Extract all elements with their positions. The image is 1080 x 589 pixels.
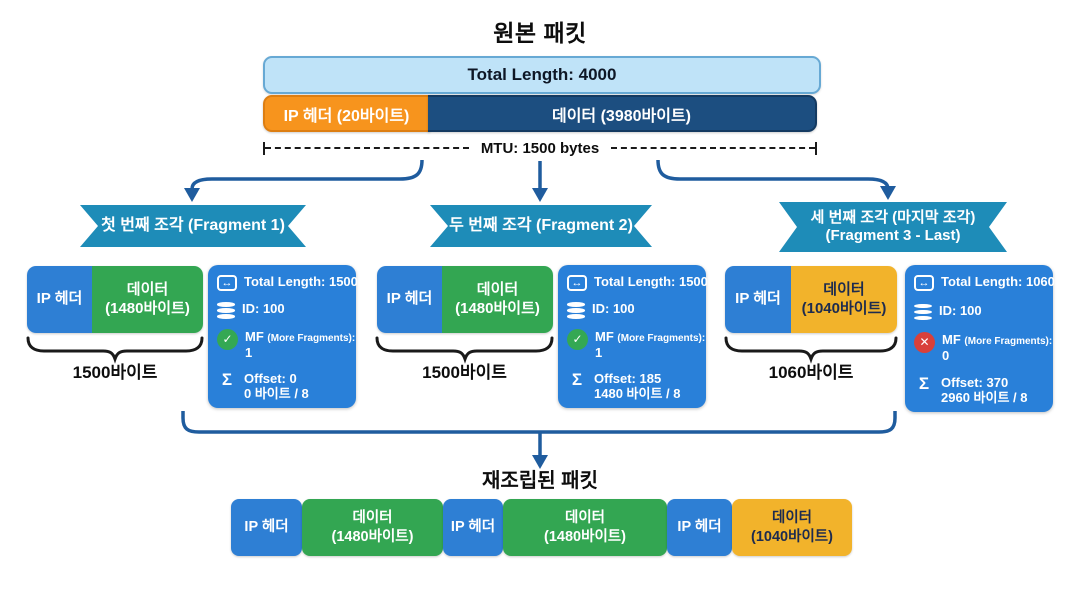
- brace-fragment-3: [724, 336, 898, 364]
- fragment-2-packet: IP 헤더 데이터 (1480바이트): [377, 266, 553, 333]
- reassembled-ip-header-2: IP 헤더: [443, 499, 503, 556]
- total-length-label: Total Length: 4000: [467, 65, 617, 84]
- fragment-3-total-length-row: ↔ Total Length: 1060: [914, 274, 1055, 291]
- arrow-to-fragment-1: [190, 159, 424, 190]
- mtu-right-tick: [815, 141, 817, 155]
- check-icon: ✓: [217, 328, 238, 350]
- fragment-2-offset: Offset: 185 1480 바이트 / 8: [594, 370, 681, 402]
- fragment-2-info-box: ↔ Total Length: 1500 ID: 100 ✓ MF (More …: [558, 265, 708, 408]
- fragment-1-total-length-row: ↔ Total Length: 1500: [217, 274, 358, 291]
- fragment-3-id: ID: 100: [939, 302, 982, 318]
- fragment-2-id-row: ID: 100: [567, 301, 698, 319]
- mtu-line: MTU: 1500 bytes: [263, 138, 817, 158]
- fragment-2-total-length-row: ↔ Total Length: 1500: [567, 274, 708, 291]
- fragment-2-banner-label: 두 번째 조각 (Fragment 2): [449, 217, 633, 235]
- fragment-2-banner: 두 번째 조각 (Fragment 2): [430, 205, 652, 247]
- fragment-1-size-label: 1500바이트: [72, 363, 158, 382]
- fragment-3-ip-header-label: IP 헤더: [735, 290, 781, 308]
- reassembled-packet-title: 재조립된 패킷: [482, 470, 598, 492]
- fragment-3-size-label: 1060바이트: [768, 363, 854, 382]
- arrowhead-fragment-1: [184, 188, 200, 202]
- fragment-1-id-row: ID: 100: [217, 301, 348, 319]
- sigma-icon: Σ: [221, 369, 233, 389]
- fragment-3-data-size: (1040바이트): [801, 299, 887, 317]
- fragment-3-offset-row: Σ Offset: 370 2960 바이트 / 8: [914, 375, 1045, 406]
- reassembled-data-2: 데이터 (1480바이트): [503, 499, 667, 556]
- fragment-3-banner: 세 번째 조각 (마지막 조각) (Fragment 3 - Last): [779, 202, 1007, 252]
- fragment-2-mf-row: ✓ MF (More Fragments): 1: [567, 328, 705, 361]
- database-icon: [217, 302, 235, 319]
- fragment-1-id: ID: 100: [242, 301, 285, 317]
- width-arrow-icon: ↔: [217, 275, 237, 291]
- fragment-2-data-size: (1480바이트): [455, 299, 540, 317]
- reassembled-data-1: 데이터 (1480바이트): [302, 499, 443, 556]
- arrowhead-fragment-3: [880, 186, 896, 200]
- fragment-3-banner-label-line1: 세 번째 조각 (마지막 조각): [810, 208, 976, 226]
- fragment-3-offset: Offset: 370 2960 바이트 / 8: [941, 374, 1028, 406]
- width-arrow-icon: ↔: [567, 275, 587, 291]
- fragment-2-id: ID: 100: [592, 301, 635, 317]
- fragment-2-offset-row: Σ Offset: 185 1480 바이트 / 8: [567, 371, 698, 402]
- database-icon: [567, 302, 585, 319]
- reassembly-bracket: [181, 411, 897, 456]
- fragment-1-mf-row: ✓ MF (More Fragments): 1: [217, 328, 355, 361]
- brace-fragment-1: [26, 336, 204, 364]
- fragment-3-ip-header: IP 헤더: [725, 266, 791, 333]
- fragment-1-banner-label: 첫 번째 조각 (Fragment 1): [101, 217, 285, 235]
- mtu-dash-left: [265, 147, 469, 149]
- fragment-1-data-size: (1480바이트): [105, 299, 190, 317]
- fragment-1-packet: IP 헤더 데이터 (1480바이트): [27, 266, 203, 333]
- reassembled-packet-bar: IP 헤더 데이터 (1480바이트) IP 헤더 데이터 (1480바이트) …: [231, 499, 852, 556]
- fragment-2-mf: MF (More Fragments): 1: [595, 328, 706, 360]
- fragment-2-data: 데이터 (1480바이트): [442, 266, 553, 333]
- fragment-1-data: 데이터 (1480바이트): [92, 266, 203, 333]
- fragment-1-info-box: ↔ Total Length: 1500 ID: 100 ✓ MF (More …: [208, 265, 358, 408]
- mtu-left-tick: [263, 141, 265, 155]
- fragment-1-offset: Offset: 0 0 바이트 / 8: [244, 370, 309, 402]
- arrow-to-fragment-3: [656, 159, 890, 190]
- reassembled-ip-header-3: IP 헤더: [667, 499, 732, 556]
- fragment-1-ip-header: IP 헤더: [27, 266, 92, 333]
- fragment-2-data-label: 데이터: [476, 280, 519, 298]
- fragment-1-offset-row: Σ Offset: 0 0 바이트 / 8: [217, 371, 348, 402]
- fragment-3-data-label: 데이터: [823, 280, 865, 298]
- fragment-1-ip-header-label: IP 헤더: [36, 290, 83, 308]
- reassembled-ip-header-1: IP 헤더: [231, 499, 302, 556]
- original-data-label: 데이터 (3980바이트): [551, 107, 691, 125]
- fragment-3-data: 데이터 (1040바이트): [791, 266, 897, 333]
- check-icon: ✓: [567, 328, 588, 350]
- mtu-dash-right: [611, 147, 815, 149]
- fragment-2-ip-header-label: IP 헤더: [386, 290, 433, 308]
- sigma-icon: Σ: [571, 369, 583, 389]
- fragment-1-banner: 첫 번째 조각 (Fragment 1): [80, 205, 306, 247]
- fragment-3-info-box: ↔ Total Length: 1060 ID: 100 ✕ MF (More …: [905, 265, 1055, 412]
- mtu-label: MTU: 1500 bytes: [480, 139, 600, 157]
- reassembled-data-3: 데이터 (1040바이트): [732, 499, 852, 556]
- width-arrow-icon: ↔: [914, 275, 934, 291]
- fragment-1-data-label: 데이터: [126, 280, 169, 298]
- original-packet-title: 원본 패킷: [493, 20, 587, 46]
- fragment-3-mf-row: ✕ MF (More Fragments): 0: [914, 331, 1052, 364]
- brace-fragment-2: [375, 336, 554, 364]
- total-length-bar: Total Length: 4000: [263, 56, 821, 94]
- sigma-icon: Σ: [918, 373, 930, 393]
- fragment-3-mf: MF (More Fragments): 0: [942, 331, 1053, 363]
- fragment-1-mf: MF (More Fragments): 1: [245, 328, 356, 360]
- original-ip-header-segment: IP 헤더 (20바이트): [263, 95, 430, 132]
- arrowhead-fragment-2: [532, 188, 548, 202]
- cross-icon: ✕: [914, 331, 935, 353]
- original-data-segment: 데이터 (3980바이트): [428, 95, 817, 132]
- fragment-1-total-length: Total Length: 1500: [244, 274, 358, 289]
- database-icon: [914, 303, 932, 321]
- fragment-3-packet: IP 헤더 데이터 (1040바이트): [725, 266, 897, 333]
- fragment-3-id-row: ID: 100: [914, 303, 1045, 321]
- fragment-2-size-label: 1500바이트: [422, 363, 507, 382]
- fragment-3-total-length: Total Length: 1060: [941, 274, 1055, 289]
- fragment-2-ip-header: IP 헤더: [377, 266, 442, 333]
- original-ip-header-label: IP 헤더 (20바이트): [283, 107, 410, 125]
- fragment-3-banner-label-line2: (Fragment 3 - Last): [825, 227, 961, 244]
- fragment-2-total-length: Total Length: 1500: [594, 274, 708, 289]
